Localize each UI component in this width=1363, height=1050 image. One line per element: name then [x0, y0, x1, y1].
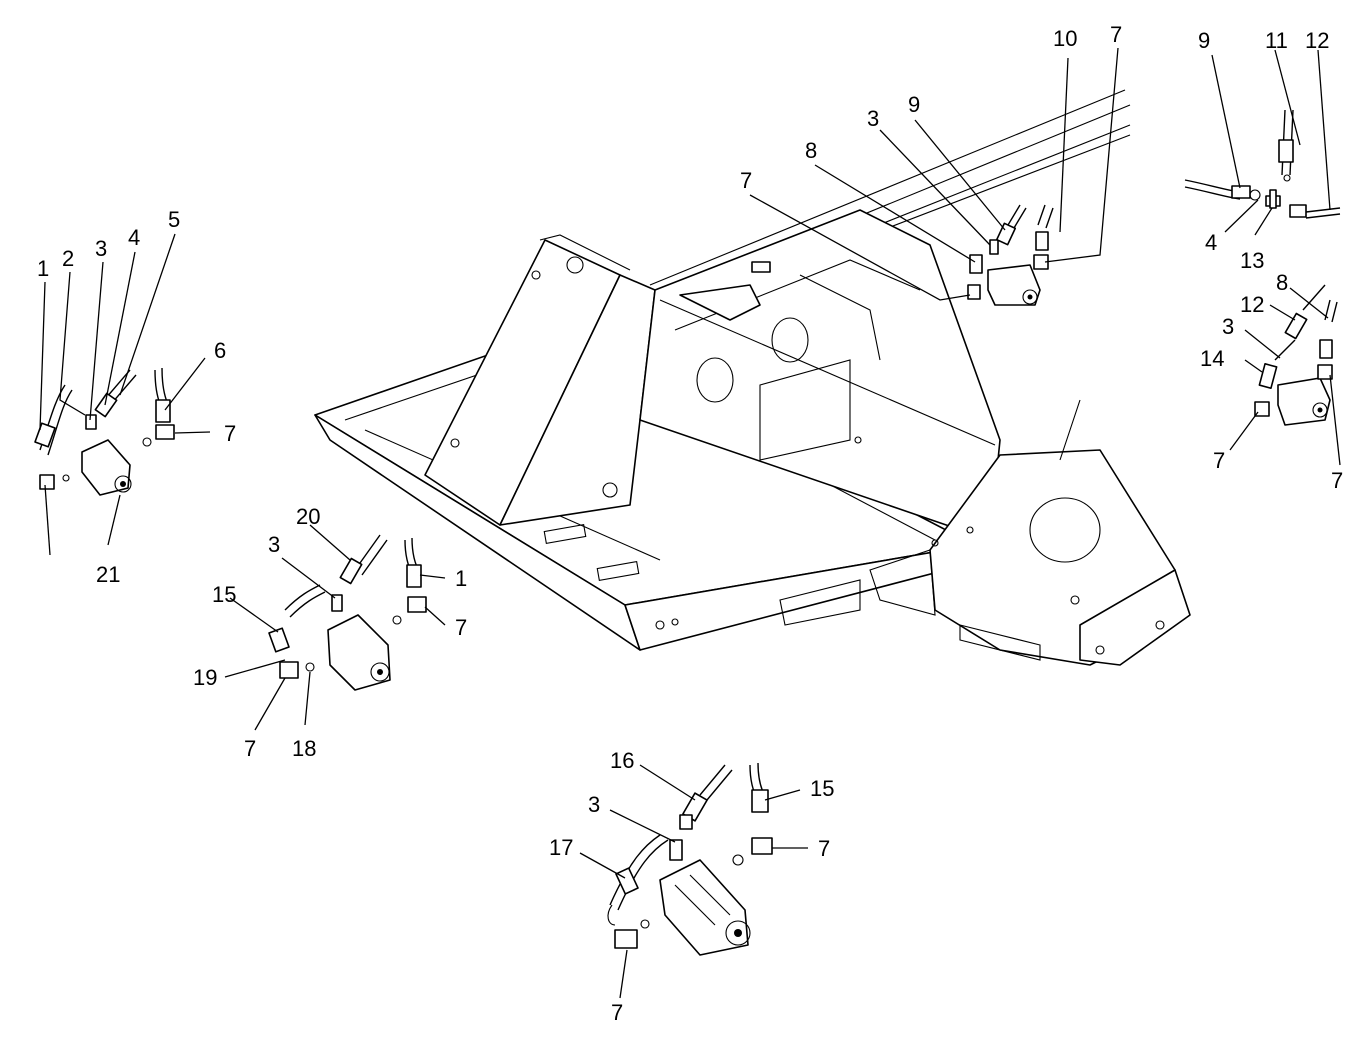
callout-3: 3 — [95, 236, 107, 261]
callout-3: 3 — [867, 106, 879, 131]
callout-20: 20 — [296, 504, 320, 529]
callout-11: 11 — [1265, 28, 1288, 53]
pump-assembly-bottom — [607, 762, 773, 956]
callout-14: 14 — [1200, 346, 1224, 371]
callout-7: 7 — [1213, 448, 1225, 473]
callout-12: 12 — [1305, 28, 1329, 53]
callout-18: 18 — [292, 736, 316, 761]
pump-assembly-center-left — [268, 534, 427, 691]
callout-1: 1 — [455, 566, 467, 591]
callout-5: 5 — [168, 207, 180, 232]
callout-13: 13 — [1240, 248, 1264, 273]
callout-9: 9 — [1198, 28, 1210, 53]
deck-frame — [314, 89, 1191, 666]
callout-2: 2 — [62, 246, 74, 271]
callout-15: 15 — [810, 776, 834, 801]
callout-21: 21 — [96, 562, 120, 587]
callout-7: 7 — [1110, 22, 1122, 47]
callout-3: 3 — [588, 792, 600, 817]
callout-leaders — [39, 47, 1341, 999]
callout-12: 12 — [1240, 292, 1264, 317]
callout-labels: 1 2 3 4 5 6 7 21 20 1 7 15 3 19 7 18 10 … — [37, 22, 1343, 1025]
callout-3: 3 — [268, 532, 280, 557]
callout-3: 3 — [1222, 314, 1234, 339]
callout-16: 16 — [610, 748, 634, 773]
callout-17: 17 — [549, 835, 573, 860]
tee-fitting-assembly — [1184, 109, 1341, 219]
callout-7: 7 — [740, 168, 752, 193]
callout-7: 7 — [244, 736, 256, 761]
pump-assembly-frame-mount — [967, 204, 1054, 306]
callout-8: 8 — [805, 138, 817, 163]
callout-9: 9 — [908, 92, 920, 117]
callout-7: 7 — [224, 421, 236, 446]
pump-assembly-left — [34, 367, 175, 496]
callout-4: 4 — [1205, 230, 1217, 255]
callout-7: 7 — [611, 1000, 623, 1025]
callout-19: 19 — [193, 665, 217, 690]
callout-8: 8 — [1276, 270, 1288, 295]
pump-assembly-right — [1254, 284, 1338, 426]
callout-7: 7 — [818, 836, 830, 861]
callout-4: 4 — [128, 225, 140, 250]
callout-1: 1 — [37, 256, 49, 281]
callout-7: 7 — [1331, 468, 1343, 493]
callout-15: 15 — [212, 582, 236, 607]
callout-6: 6 — [214, 338, 226, 363]
callout-7: 7 — [455, 615, 467, 640]
callout-10: 10 — [1053, 26, 1077, 51]
